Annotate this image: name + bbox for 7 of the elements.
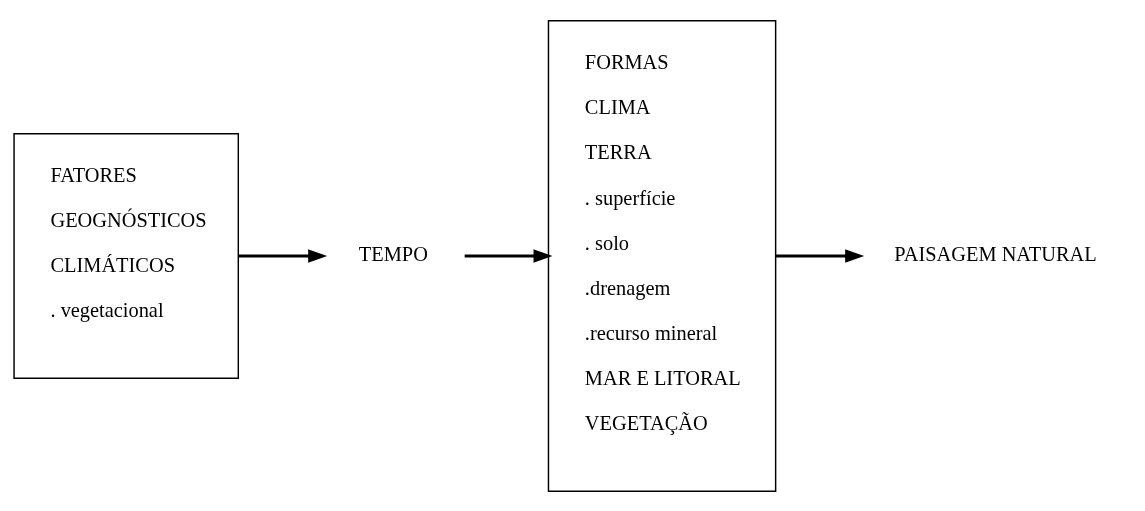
node-text: TEMPO <box>358 242 428 265</box>
arrow <box>464 248 553 263</box>
node-text: PAISAGEM NATURAL <box>894 242 1097 265</box>
arrow <box>238 248 328 263</box>
arrow <box>775 248 865 263</box>
node-box: FORMAS CLIMA TERRA . superfície . solo .drenagem .recurso mineral MAR E LITORAL VEGETAÇÃO <box>547 19 777 492</box>
node-box: FATORES GEOGNÓSTICOS CLIMÁTICOS . vegetacional <box>13 132 240 379</box>
